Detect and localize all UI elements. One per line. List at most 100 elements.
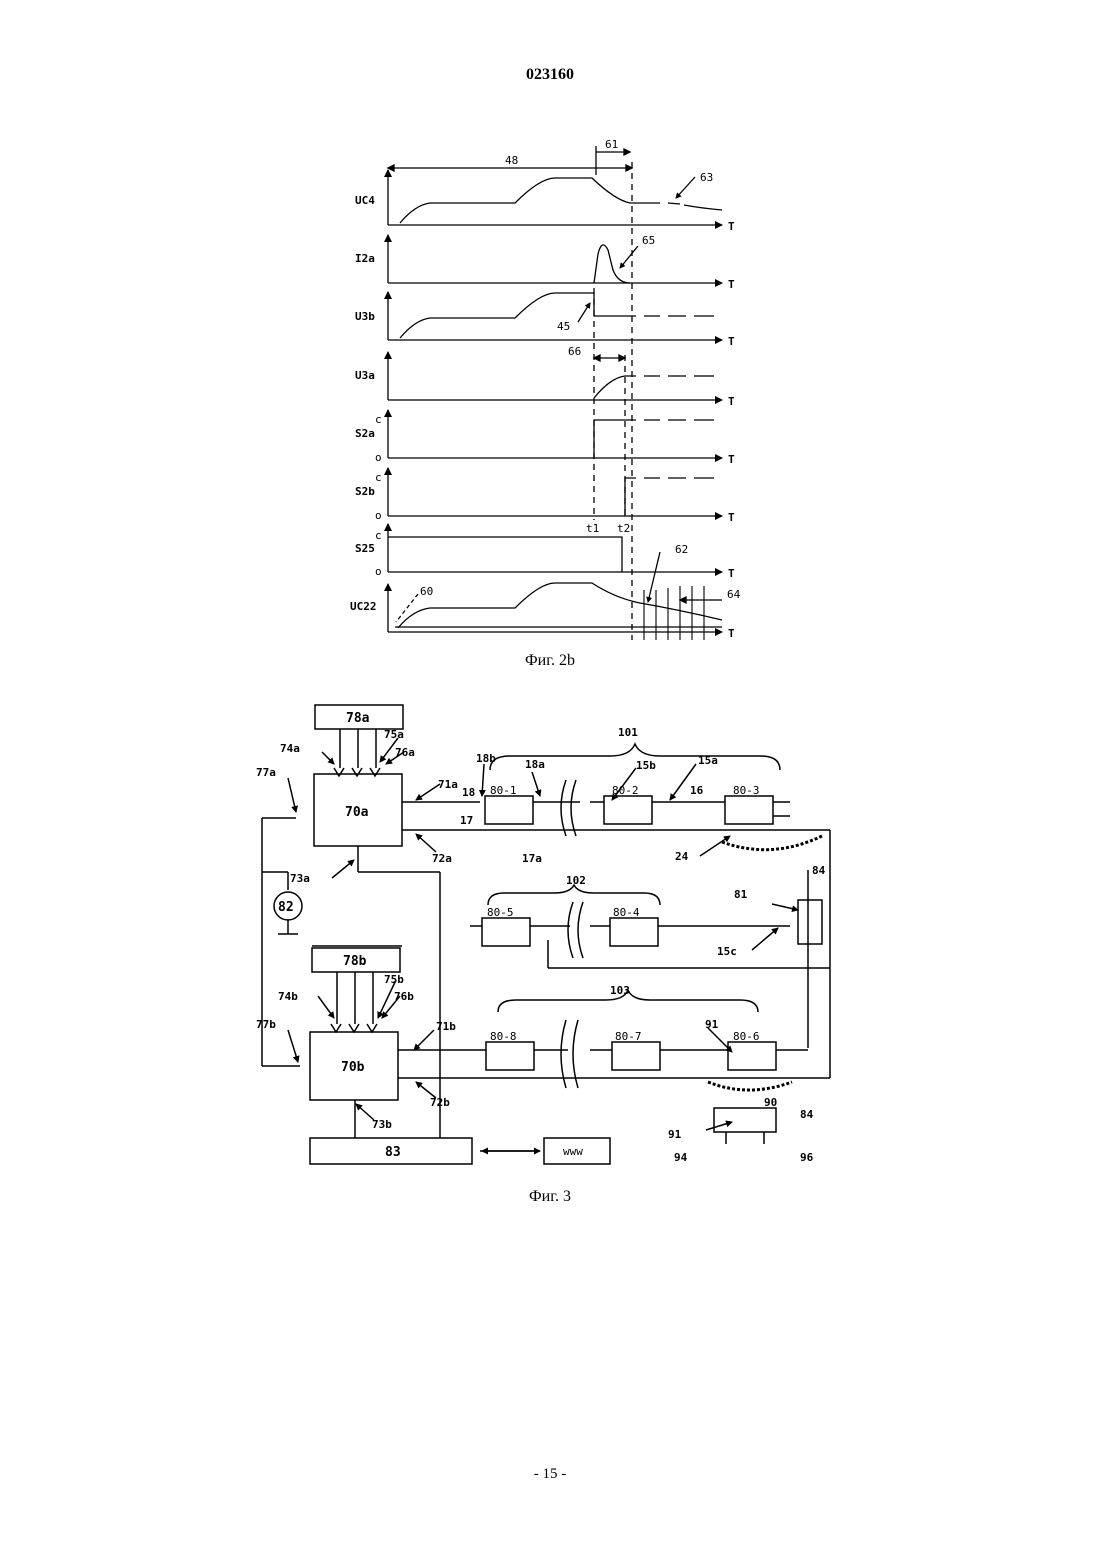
waveform-uc4-tail (668, 203, 722, 210)
unit-80-7 (612, 1042, 660, 1070)
leader-45 (578, 303, 590, 322)
ref-t1: t1 (586, 522, 599, 535)
ref-74b: 74b (278, 990, 298, 1003)
label-uc4: UC4 (355, 194, 375, 207)
ref-75a: 75a (384, 728, 404, 741)
ref-15a: 15a (698, 754, 718, 767)
ref-17a: 17a (522, 852, 542, 865)
ref-84: 84 (812, 864, 826, 877)
waveform-i2a-pulse (594, 245, 630, 283)
level-c: c (375, 529, 382, 542)
block-78a-label: 78a (346, 711, 370, 726)
document-number: 023160 (0, 66, 1100, 84)
waveform-uc4 (400, 178, 660, 223)
level-c: c (375, 471, 382, 484)
axes-s25 (388, 524, 722, 572)
axis-label-t: T (728, 278, 735, 291)
label-u3a: U3a (355, 369, 375, 382)
leader-63 (676, 177, 695, 198)
group-102-label: 102 (566, 874, 586, 887)
ref-15c: 15c (717, 945, 737, 958)
ref-91: 91 (705, 1018, 719, 1031)
unit-80-5-label: 80-5 (487, 906, 514, 919)
figure-caption-2b: Фиг. 2b (0, 652, 1100, 670)
ref-64: 64 (727, 588, 741, 601)
ref-16: 16 (690, 784, 704, 797)
ref-61: 61 (605, 138, 618, 151)
ref-77a: 77a (256, 766, 276, 779)
unit-80-5 (482, 918, 530, 946)
unit-80-3-label: 80-3 (733, 784, 760, 797)
label-s2b: S2b (355, 485, 375, 498)
group-101-label: 101 (618, 726, 638, 739)
waveform-uc22 (398, 583, 722, 628)
ref-24: 24 (675, 850, 689, 863)
ref-17: 17 (460, 814, 473, 827)
timing-diagram: UC4 I2a U3b U3a S2a S2b S25 UC22 T T T T… (330, 130, 770, 650)
group-103-label: 103 (610, 984, 630, 997)
waveform-s2a (594, 420, 714, 458)
unit-80-8 (486, 1042, 534, 1070)
ref-t2: t2 (617, 522, 630, 535)
unit-81 (798, 900, 822, 944)
waveform-u3a (594, 376, 714, 398)
leader-62 (648, 552, 660, 602)
label-uc22: UC22 (350, 600, 377, 613)
ref-77b: 77b (256, 1018, 276, 1031)
unit-80-6-label: 80-6 (733, 1030, 760, 1043)
label-s2a: S2a (355, 427, 375, 440)
level-o: o (375, 565, 382, 578)
ref-90: 90 (764, 1096, 777, 1109)
ref-60: 60 (420, 585, 433, 598)
axis-label-t: T (728, 511, 735, 524)
ref-72a: 72a (432, 852, 452, 865)
axes-s2a (388, 410, 722, 458)
ref-76a: 76a (395, 746, 415, 759)
ref-18b: 18b (476, 752, 496, 765)
ref-91: 91 (668, 1128, 682, 1141)
level-o: o (375, 509, 382, 522)
unit-80-1-label: 80-1 (490, 784, 517, 797)
cable-90 (708, 1082, 792, 1090)
unit-91 (714, 1108, 776, 1132)
ref-18: 18 (462, 786, 475, 799)
axis-label-t: T (728, 395, 735, 408)
unit-80-6 (728, 1042, 776, 1070)
ref-73a: 73a (290, 872, 310, 885)
level-o: o (375, 451, 382, 464)
block-78b-label: 78b (343, 954, 367, 969)
ref-96: 96 (800, 1151, 814, 1164)
ref-71a: 71a (438, 778, 458, 791)
cable-24 (722, 836, 822, 850)
block-70a-label: 70a (345, 805, 369, 820)
axes-s2b (388, 468, 722, 516)
block-70b-label: 70b (341, 1060, 365, 1075)
unit-80-8-label: 80-8 (490, 1030, 517, 1043)
block-82-label: 82 (278, 900, 294, 915)
ref-18a: 18a (525, 758, 545, 771)
ref-74a: 74a (280, 742, 300, 755)
level-c: c (375, 413, 382, 426)
waveform-u3b (400, 293, 636, 338)
ref-73b: 73b (372, 1118, 392, 1131)
label-s25: S25 (355, 542, 375, 555)
label-u3b: U3b (355, 310, 375, 323)
axis-label-t: T (728, 627, 735, 640)
unit-80-2 (604, 796, 652, 824)
ref-76b: 76b (394, 990, 414, 1003)
axis-label-t: T (728, 335, 735, 348)
ref-84: 84 (800, 1108, 814, 1121)
ref-81: 81 (734, 888, 748, 901)
ref-71b: 71b (436, 1020, 456, 1033)
page-footer: - 15 - (0, 1466, 1100, 1483)
unit-80-3 (725, 796, 773, 824)
leader-65 (620, 246, 638, 268)
ref-66: 66 (568, 345, 581, 358)
unit-80-2-label: 80-2 (612, 784, 639, 797)
unit-80-7-label: 80-7 (615, 1030, 642, 1043)
ref-63: 63 (700, 171, 713, 184)
axis-label-t: T (728, 567, 735, 580)
axis-label-t: T (728, 220, 735, 233)
circuit-diagram: 78a 70a 78b 70b 83 www 82 80-1 80-2 80-3… (240, 695, 860, 1175)
unit-80-4-label: 80-4 (613, 906, 640, 919)
